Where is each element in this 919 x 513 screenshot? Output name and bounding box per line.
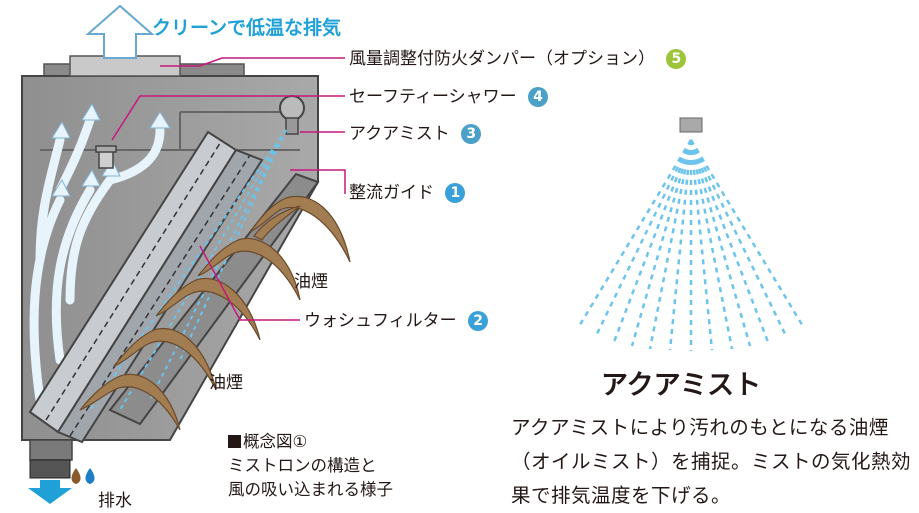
concept-line-1: 概念図① xyxy=(243,432,308,451)
callout-fire-damper: 風量調整付防火ダンパー（オプション） 5 xyxy=(349,49,687,69)
airflow-arrows xyxy=(29,115,165,405)
callout-aqua-mist-text: アクアミスト xyxy=(349,124,450,144)
concept-line-2: ミストロンの構造と xyxy=(228,456,377,475)
drain-label: 排水 xyxy=(98,491,132,511)
callout-wash-filter: ウォシュフィルター 2 xyxy=(304,311,489,331)
clean-exhaust-arrow xyxy=(85,4,155,59)
callout-wash-filter-text: ウォシュフィルター xyxy=(304,311,457,331)
oil-smoke-swirls xyxy=(79,195,351,431)
mist-spray-illustration xyxy=(576,117,806,351)
callout-number-2: 2 xyxy=(468,311,489,331)
water-drops xyxy=(71,468,95,484)
callout-rectifying-guide-text: 整流ガイド xyxy=(349,183,434,203)
aqua-mist-title: アクアミスト xyxy=(601,370,762,401)
callout-number-1: 1 xyxy=(445,183,466,203)
concept-line-3: 風の吸い込まれる様子 xyxy=(228,480,393,499)
oil-smoke-label-upper: 油煙 xyxy=(294,272,328,292)
aqua-mist-description: アクアミストにより汚れのもとになる油煙（オイルミスト）を捕捉。ミストの気化熱効果… xyxy=(511,416,912,507)
caption-square-bullet xyxy=(228,435,241,448)
callout-fire-damper-text: 風量調整付防火ダンパー（オプション） xyxy=(349,49,655,69)
callout-aqua-mist: アクアミスト 3 xyxy=(349,124,482,144)
leader-lines xyxy=(111,57,346,321)
drain-outlet xyxy=(28,459,72,504)
concept-caption: 概念図① ミストロンの構造と 風の吸い込まれる様子 xyxy=(228,430,393,502)
callout-number-3: 3 xyxy=(461,124,482,144)
callout-number-4: 4 xyxy=(528,87,549,107)
callout-number-5: 5 xyxy=(666,49,687,69)
oil-smoke-label-lower: 油煙 xyxy=(209,373,243,393)
callout-rectifying-guide: 整流ガイド 1 xyxy=(349,183,466,203)
callout-safety-shower-text: セーフティーシャワー xyxy=(349,87,517,107)
callout-safety-shower: セーフティーシャワー 4 xyxy=(349,87,549,107)
clean-exhaust-label: クリーンで低温な排気 xyxy=(152,17,342,39)
aqua-mist-nozzle xyxy=(279,95,305,135)
safety-shower xyxy=(95,145,117,169)
